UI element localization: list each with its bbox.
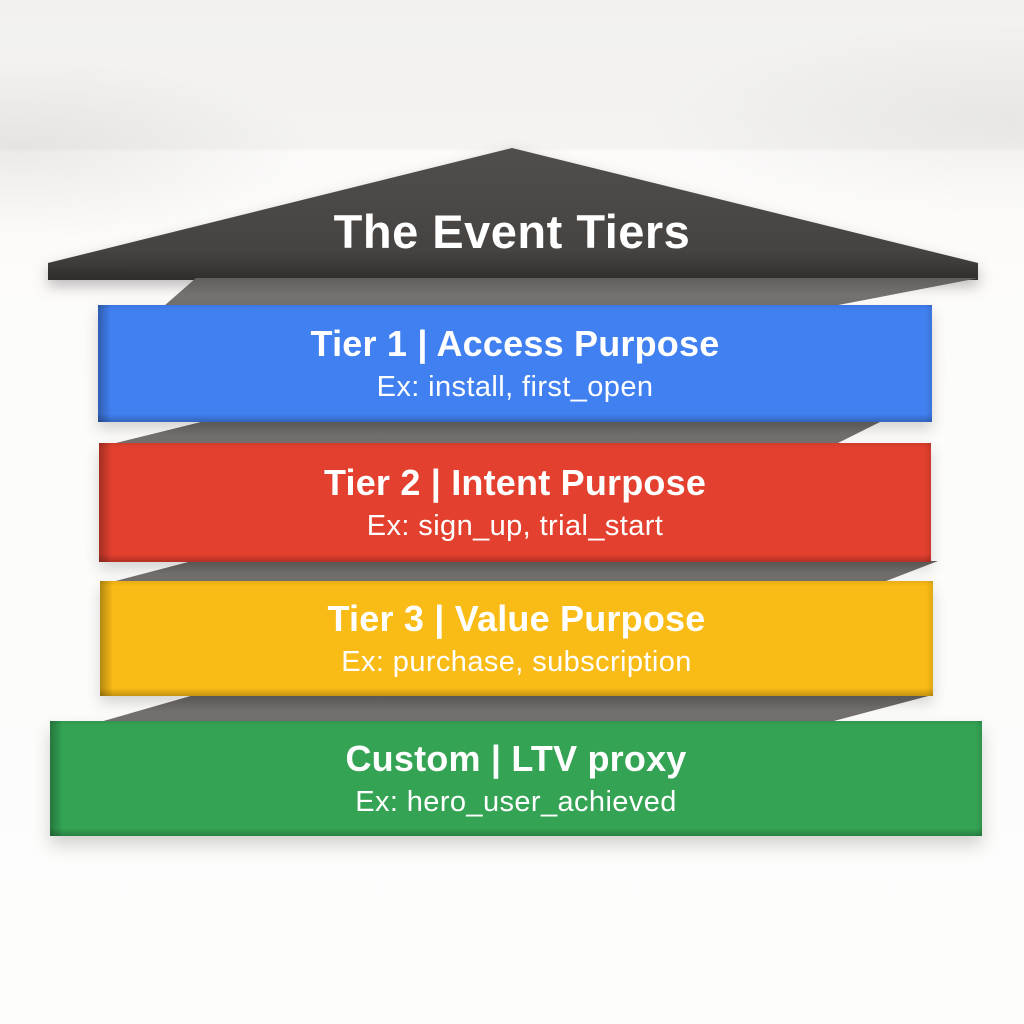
ribbon-fold-3 [108,561,938,583]
ribbon-fold-shading [164,278,979,306]
tier-1-title: Tier 1 | Access Purpose [310,322,720,364]
tier-3-example: Ex: purchase, subscription [341,645,692,678]
ribbon-fold-shading [108,561,938,583]
tier-3-bar: Tier 3 | Value Purpose Ex: purchase, sub… [100,581,933,696]
tier-2-bar: Tier 2 | Intent Purpose Ex: sign_up, tri… [99,443,931,562]
ribbon-fold-4 [100,695,932,722]
tier-2-example: Ex: sign_up, trial_start [366,509,664,542]
tier-3-title: Tier 3 | Value Purpose [327,597,706,639]
custom-tier-example: Ex: hero_user_achieved [355,785,677,818]
custom-tier-title: Custom | LTV proxy [345,737,687,779]
tier-2-title: Tier 2 | Intent Purpose [323,461,707,503]
tier-1-bar: Tier 1 | Access Purpose Ex: install, fir… [98,305,932,422]
tier-1-example: Ex: install, first_open [376,370,654,403]
custom-tier-bar: Custom | LTV proxy Ex: hero_user_achieve… [50,721,982,836]
ribbon-fold-2 [112,421,882,444]
ribbon-fold-shading [100,695,932,722]
diagram-title: The Event Tiers [333,205,691,258]
ribbon-fold-1 [164,278,979,306]
ribbon-fold-shading [112,421,882,444]
